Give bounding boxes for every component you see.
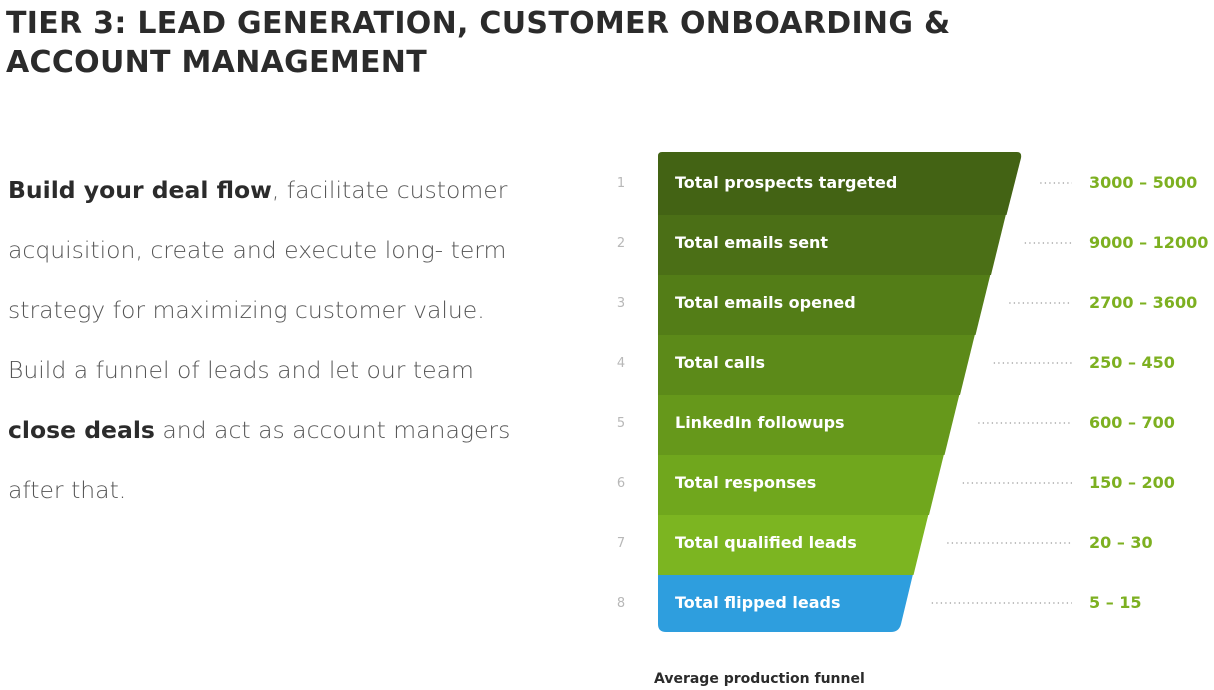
funnel-step-value: 3000 – 5000 (1089, 173, 1197, 192)
funnel-step-value: 20 – 30 (1089, 533, 1153, 552)
funnel-step-number: 3 (617, 296, 625, 311)
funnel-step-label: Total qualified leads (675, 533, 857, 552)
intro-bold-deal-flow: Build your deal flow (8, 176, 272, 204)
intro-bold-close-deals: close deals (8, 416, 155, 444)
funnel-band-7 (658, 512, 929, 575)
funnel-step-label: Total calls (675, 353, 765, 372)
funnel-step-label: LinkedIn followups (675, 413, 845, 432)
funnel-step-value: 9000 – 12000 (1089, 233, 1208, 252)
intro-paragraph: Build your deal flow, facilitate custome… (8, 160, 548, 520)
funnel-step-value: 2700 – 3600 (1089, 293, 1197, 312)
funnel-band-8 (658, 572, 914, 632)
funnel-step-number: 7 (617, 536, 625, 551)
funnel-caption: Average production funnel (654, 671, 865, 687)
intro-text-1: , facilitate customer acquisition, creat… (8, 176, 508, 384)
funnel-step-label: Total flipped leads (675, 593, 841, 612)
funnel-step-number: 4 (617, 356, 625, 371)
intro-text-2: and act as account managers after that. (8, 416, 511, 504)
funnel-step-value: 250 – 450 (1089, 353, 1175, 372)
funnel-step-number: 5 (617, 416, 625, 431)
funnel-band-4 (658, 332, 976, 395)
funnel-band-3 (658, 272, 991, 335)
funnel-band-2 (658, 212, 1007, 275)
funnel-step-label: Total prospects targeted (675, 173, 897, 192)
funnel-step-number: 2 (617, 236, 625, 251)
funnel-band-5 (658, 392, 960, 455)
funnel-step-value: 150 – 200 (1089, 473, 1175, 492)
funnel-band-1 (658, 152, 1022, 215)
page-title: TIER 3: LEAD GENERATION, CUSTOMER ONBOAR… (6, 6, 951, 80)
funnel-step-label: Total emails sent (675, 233, 828, 252)
funnel-band-6 (658, 452, 945, 515)
funnel-step-number: 1 (617, 176, 625, 191)
funnel-step-number: 6 (617, 476, 625, 491)
funnel-step-value: 600 – 700 (1089, 413, 1175, 432)
funnel-step-label: Total emails opened (675, 293, 856, 312)
funnel-step-label: Total responses (675, 473, 816, 492)
funnel-step-value: 5 – 15 (1089, 593, 1142, 612)
funnel-step-number: 8 (617, 596, 625, 611)
